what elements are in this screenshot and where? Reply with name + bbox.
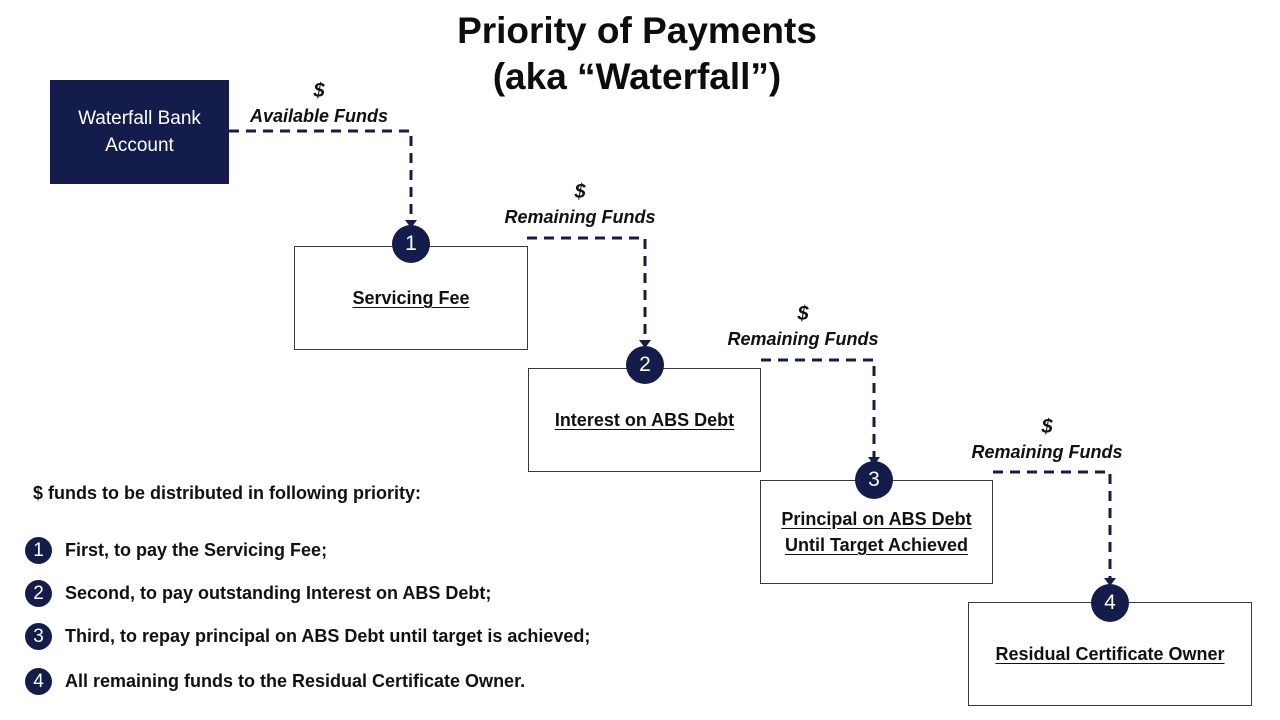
flow-connector-4 xyxy=(993,470,1112,583)
dollar-icon: $ xyxy=(797,303,809,325)
priority-item-text: First, to pay the Servicing Fee; xyxy=(65,540,328,560)
diagram-title: Priority of Payments (aka “Waterfall”) xyxy=(0,8,1274,100)
flow-label-text: Remaining Funds xyxy=(504,207,656,227)
number-badge-icon: 2 xyxy=(25,580,52,607)
title-line-1: Priority of Payments xyxy=(457,10,817,51)
priority-list-item-3: 3 Third, to repay principal on ABS Debt … xyxy=(25,623,590,650)
step-box-servicing-fee: Servicing Fee xyxy=(294,246,528,350)
step-number-badge-1: 1 xyxy=(392,225,430,263)
priority-list-heading: $ funds to be distributed in following p… xyxy=(33,483,421,503)
priority-list-item-4: 4 All remaining funds to the Residual Ce… xyxy=(25,668,525,695)
number-badge-icon: 3 xyxy=(25,623,52,650)
flow-connector-1 xyxy=(229,129,413,222)
step-label: Servicing Fee xyxy=(352,288,470,308)
flow-label-text: Remaining Funds xyxy=(971,442,1123,462)
flow-label-available-funds: $ Available Funds xyxy=(219,78,419,128)
step-number-badge-4: 4 xyxy=(1091,584,1129,622)
flow-label-remaining-funds-3: $ Remaining Funds xyxy=(947,414,1147,464)
flow-connector-2 xyxy=(527,236,647,343)
step-label: Residual Certificate Owner xyxy=(995,644,1225,664)
flow-connector-3 xyxy=(761,358,876,461)
flow-label-text: Remaining Funds xyxy=(727,329,879,349)
dollar-icon: $ xyxy=(1041,416,1053,438)
priority-item-text: All remaining funds to the Residual Cert… xyxy=(65,671,526,691)
dollar-icon: $ xyxy=(313,80,325,102)
flow-label-remaining-funds-1: $ Remaining Funds xyxy=(480,179,680,229)
number-badge-icon: 1 xyxy=(25,537,52,564)
number-badge-icon: 4 xyxy=(25,668,52,695)
priority-list-item-2: 2 Second, to pay outstanding Interest on… xyxy=(25,580,491,607)
flow-label-remaining-funds-2: $ Remaining Funds xyxy=(703,301,903,351)
title-line-2: (aka “Waterfall”) xyxy=(492,56,782,97)
bank-label-line-1: Waterfall Bank xyxy=(78,108,201,129)
dollar-icon: $ xyxy=(574,181,586,203)
bank-label-line-2: Account xyxy=(105,135,174,156)
flow-label-text: Available Funds xyxy=(249,106,389,126)
priority-item-text: Second, to pay outstanding Interest on A… xyxy=(65,583,492,603)
step-box-interest: Interest on ABS Debt xyxy=(528,368,761,472)
step-label: Interest on ABS Debt xyxy=(554,410,735,430)
waterfall-bank-account-box: Waterfall Bank Account xyxy=(50,80,229,184)
step-number-badge-3: 3 xyxy=(855,461,893,499)
step-label: Principal on ABS Debt Until Target Achie… xyxy=(781,509,972,555)
priority-list-item-1: 1 First, to pay the Servicing Fee; xyxy=(25,537,327,564)
priority-item-text: Third, to repay principal on ABS Debt un… xyxy=(65,626,591,646)
step-number-badge-2: 2 xyxy=(626,346,664,384)
